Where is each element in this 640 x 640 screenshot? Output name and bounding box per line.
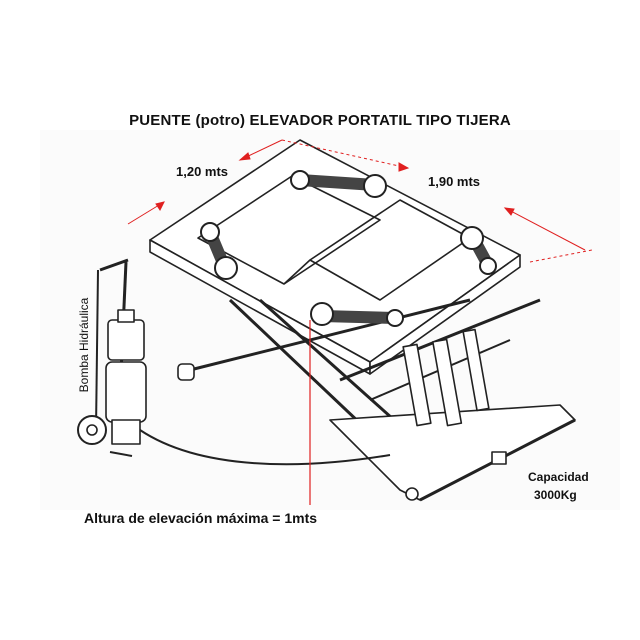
length-arrow-top-head — [398, 162, 410, 172]
base-roller — [405, 487, 419, 501]
length-arrow-right-head — [503, 207, 515, 216]
scissor-arm-1 — [189, 298, 471, 372]
cylinder-1 — [402, 343, 432, 427]
length-dimension-label: 1,90 mts — [428, 174, 481, 189]
hydraulic-pump — [77, 258, 147, 457]
base-foot — [491, 451, 507, 465]
platform-crossbar — [283, 259, 311, 285]
cylinder-3 — [462, 328, 490, 412]
platform-cutout-left — [197, 175, 381, 285]
cylinder-2 — [432, 338, 463, 427]
length-dashed-right — [529, 249, 593, 263]
diagram-title: PUENTE (potro) ELEVADOR PORTATIL TIPO TI… — [129, 112, 511, 129]
length-arrow-right — [504, 207, 586, 251]
lift-pad-4 — [310, 302, 404, 327]
pump-label: Bomba Hidráulica — [77, 297, 91, 393]
dimension-annotations — [127, 139, 593, 505]
pivot-pin — [177, 363, 195, 381]
hydraulic-hose — [139, 429, 391, 466]
width-dimension-label: 1,20 mts — [176, 164, 229, 179]
capacity-value: 3000Kg — [534, 488, 577, 502]
width-arrow-left-head — [155, 201, 165, 211]
lift-pad-1 — [290, 170, 387, 198]
lift-line-art — [77, 139, 576, 502]
capacity-label: Capacidad — [528, 470, 589, 484]
platform-side-edge — [369, 254, 521, 375]
lift-pad-3 — [460, 226, 497, 275]
max-height-label: Altura de elevación máxima = 1mts — [84, 510, 318, 526]
width-arrow-top-head — [238, 152, 251, 161]
lift-pad-2 — [200, 222, 238, 280]
